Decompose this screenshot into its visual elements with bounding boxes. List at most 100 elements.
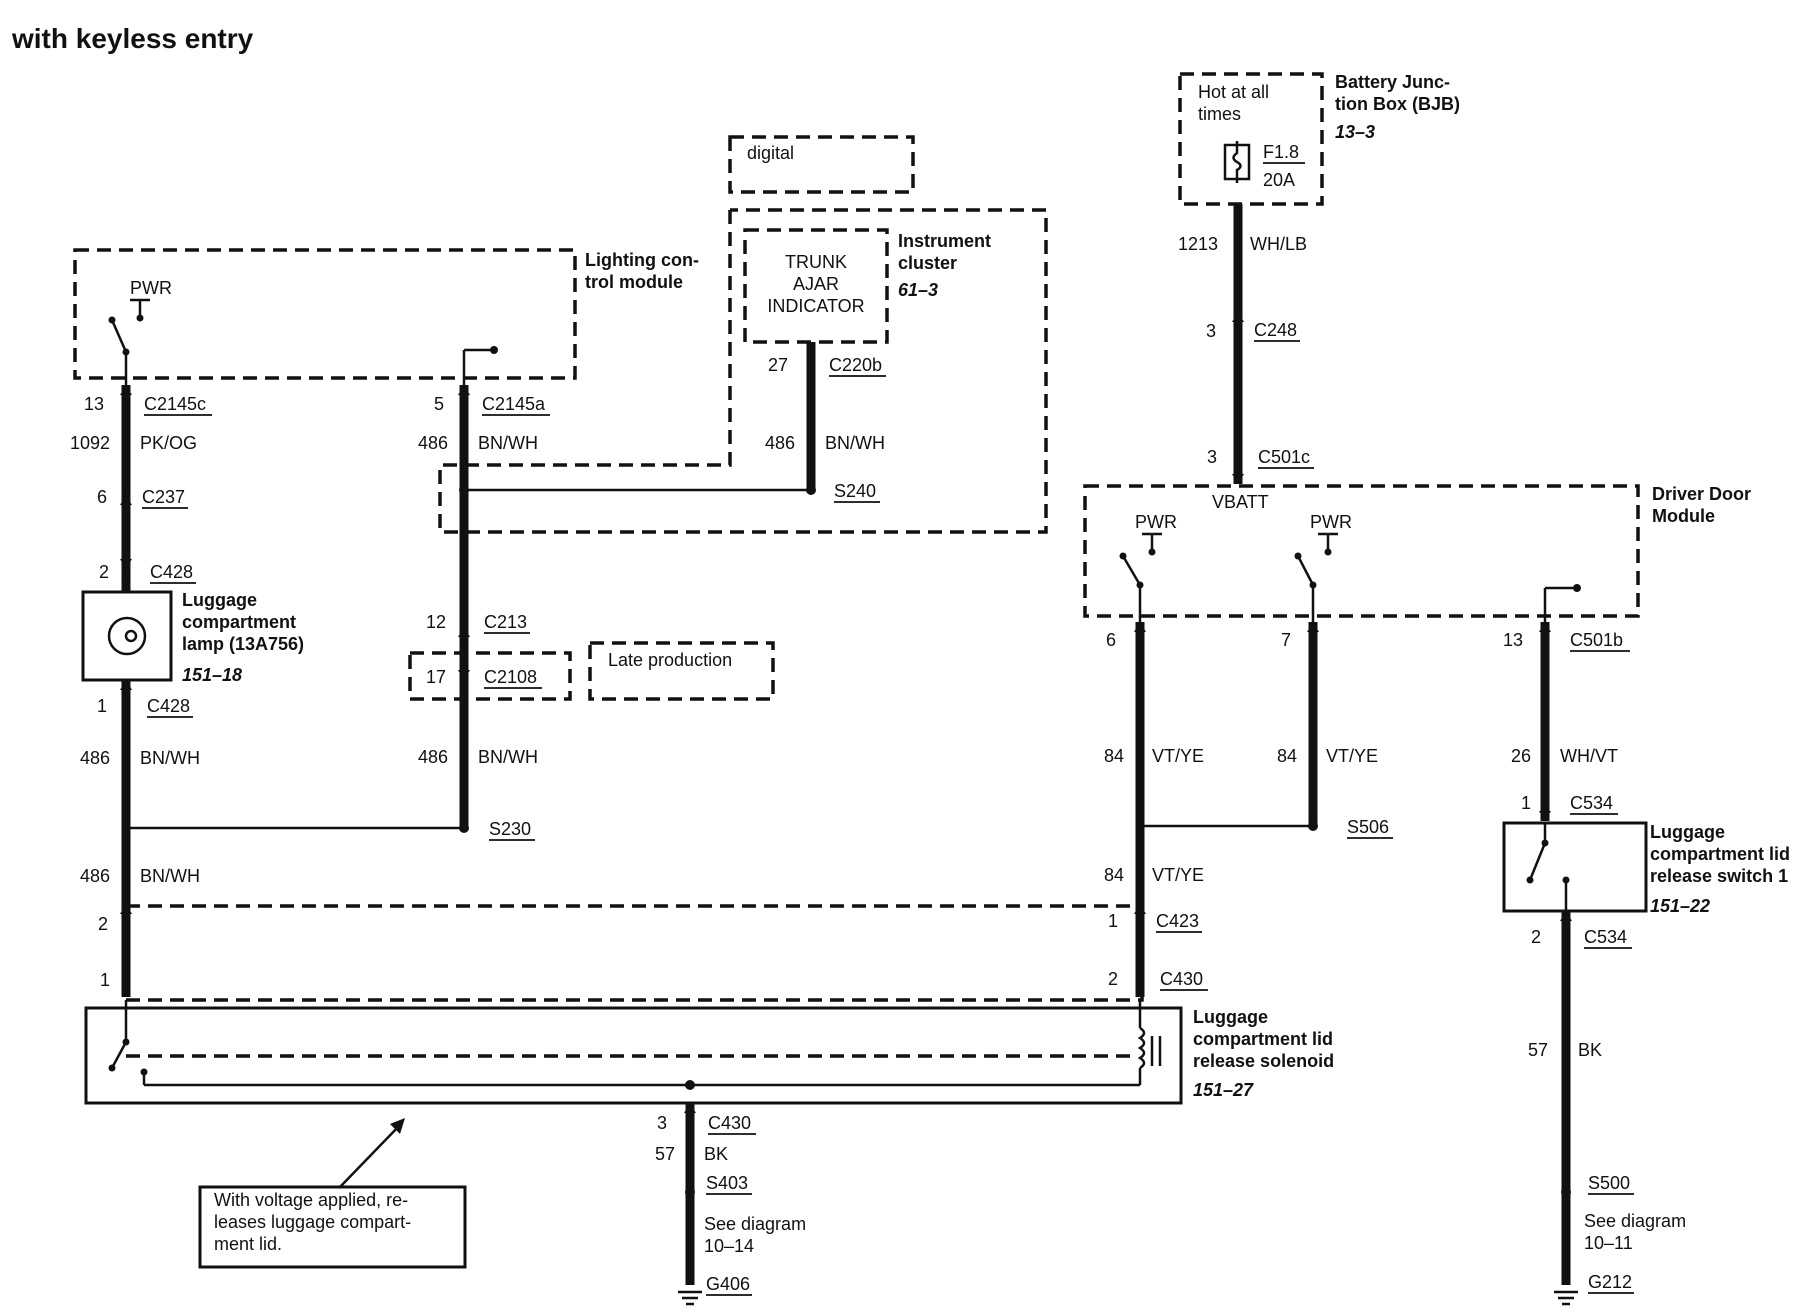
trunk-ajar-indicator-box [743,228,889,344]
release-solenoid-box [84,1006,1183,1105]
pin-3-c501c: 3 [1207,447,1217,467]
lighting-control-module-box [73,248,577,380]
wire-color-whlb: WH/LB [1250,234,1307,254]
release-switch-box [1502,821,1648,913]
splice-s240: S240 [834,481,876,501]
connector-c430-bottom: C430 [708,1113,751,1133]
fuse-id: F1.8 [1263,142,1299,162]
release-solenoid-ref: 151–27 [1193,1080,1254,1100]
fuse-rating: 20A [1263,170,1295,190]
wire-num-1213: 1213 [1178,234,1218,254]
instrument-cluster-ref: 61–3 [898,280,938,300]
bjb-label: Battery Junc-tion Box (BJB) [1335,72,1460,114]
pin-2-c428: 2 [99,562,109,582]
wire-color-vtye-b: VT/YE [1326,746,1378,766]
connector-c430-top: C430 [1160,969,1203,989]
connector-c534-top: C534 [1570,793,1613,813]
diagram-title: with keyless entry [11,23,254,54]
connector-c220b: C220b [829,355,882,375]
wire-num-57-right: 57 [1528,1040,1548,1060]
pin-1-c423: 1 [1108,911,1118,931]
connector-c248: C248 [1254,320,1297,340]
splice-s500: S500 [1588,1173,1630,1193]
pin-6-c237: 6 [97,487,107,507]
wire-num-84-c: 84 [1104,865,1124,885]
pin-2-left: 2 [98,914,108,934]
digital-box [728,135,915,194]
pin-12-c213: 12 [426,612,446,632]
wire-color-bk-mid: BK [704,1144,728,1164]
connector-c501c: C501c [1258,447,1310,467]
pin-1-left: 1 [100,970,110,990]
connector-c534-bottom: C534 [1584,927,1627,947]
connector-c237: C237 [142,487,185,507]
pin-2-c534: 2 [1531,927,1541,947]
connector-c2145c: C2145c [144,394,206,414]
ground-g212: G212 [1588,1272,1632,1292]
c2108-box [408,651,572,701]
ddm-pwr-label-1: PWR [1135,512,1177,532]
connector-c501b: C501b [1570,630,1623,650]
pin-7-ddm: 7 [1281,630,1291,650]
bjb-ref: 13–3 [1335,122,1375,142]
wire-color-bnwh-b: BN/WH [478,433,538,453]
wire-num-1092: 1092 [70,433,110,453]
pin-3-c248: 3 [1206,321,1216,341]
splice-s230: S230 [489,819,531,839]
wire-color-pkog: PK/OG [140,433,197,453]
wire-color-bnwh-d: BN/WH [478,747,538,767]
wire-num-26: 26 [1511,746,1531,766]
wire-color-bnwh-e: BN/WH [140,866,200,886]
splice-s403: S403 [706,1173,748,1193]
wire-num-84-a: 84 [1104,746,1124,766]
vbatt-label: VBATT [1212,492,1269,512]
luggage-lamp-box [81,590,173,682]
ground-icon-mid [678,1290,702,1306]
ground-icon-right [1554,1290,1578,1306]
wire-num-486-a: 486 [80,748,110,768]
battery-junction-box [1178,72,1324,206]
late-production-box [588,641,775,701]
wire-num-486-c: 486 [765,433,795,453]
wire-color-bnwh-c: BN/WH [825,433,885,453]
wire-color-bnwh-a: BN/WH [140,748,200,768]
splice-s506: S506 [1347,817,1389,837]
wire-num-486-b: 486 [418,433,448,453]
luggage-lamp-ref: 151–18 [182,665,242,685]
wire-color-bk-right: BK [1578,1040,1602,1060]
wire-color-vtye-c: VT/YE [1152,865,1204,885]
wire-color-vtye-a: VT/YE [1152,746,1204,766]
late-production-label: Late production [608,650,732,670]
pin-1-c534: 1 [1521,793,1531,813]
pin-1-c428: 1 [97,696,107,716]
release-switch-ref: 151–22 [1650,896,1710,916]
pin-17-c2108: 17 [426,667,446,687]
ground-g406: G406 [706,1274,750,1294]
solenoid-coil-icon [1137,1026,1146,1070]
ddm-pwr-label-2: PWR [1310,512,1352,532]
pin-2-c430: 2 [1108,969,1118,989]
driver-door-module-box [1083,484,1640,618]
digital-label: digital [747,143,794,163]
wire-num-84-b: 84 [1277,746,1297,766]
connector-c428-bottom: C428 [147,696,190,716]
wire-num-57-mid: 57 [655,1144,675,1164]
lamp-icon [107,616,147,656]
callout-note-text: With voltage applied, re-leases luggage … [214,1190,411,1254]
callout-note-box [198,1185,467,1269]
lcm-pwr-label: PWR [130,278,172,298]
pin-3-c430: 3 [657,1113,667,1133]
wire-num-486-e: 486 [80,866,110,886]
pin-6-ddm: 6 [1106,630,1116,650]
pin-13-c501b: 13 [1503,630,1523,650]
pin-13-c2145c: 13 [84,394,104,414]
wire-color-whvt: WH/VT [1560,746,1618,766]
